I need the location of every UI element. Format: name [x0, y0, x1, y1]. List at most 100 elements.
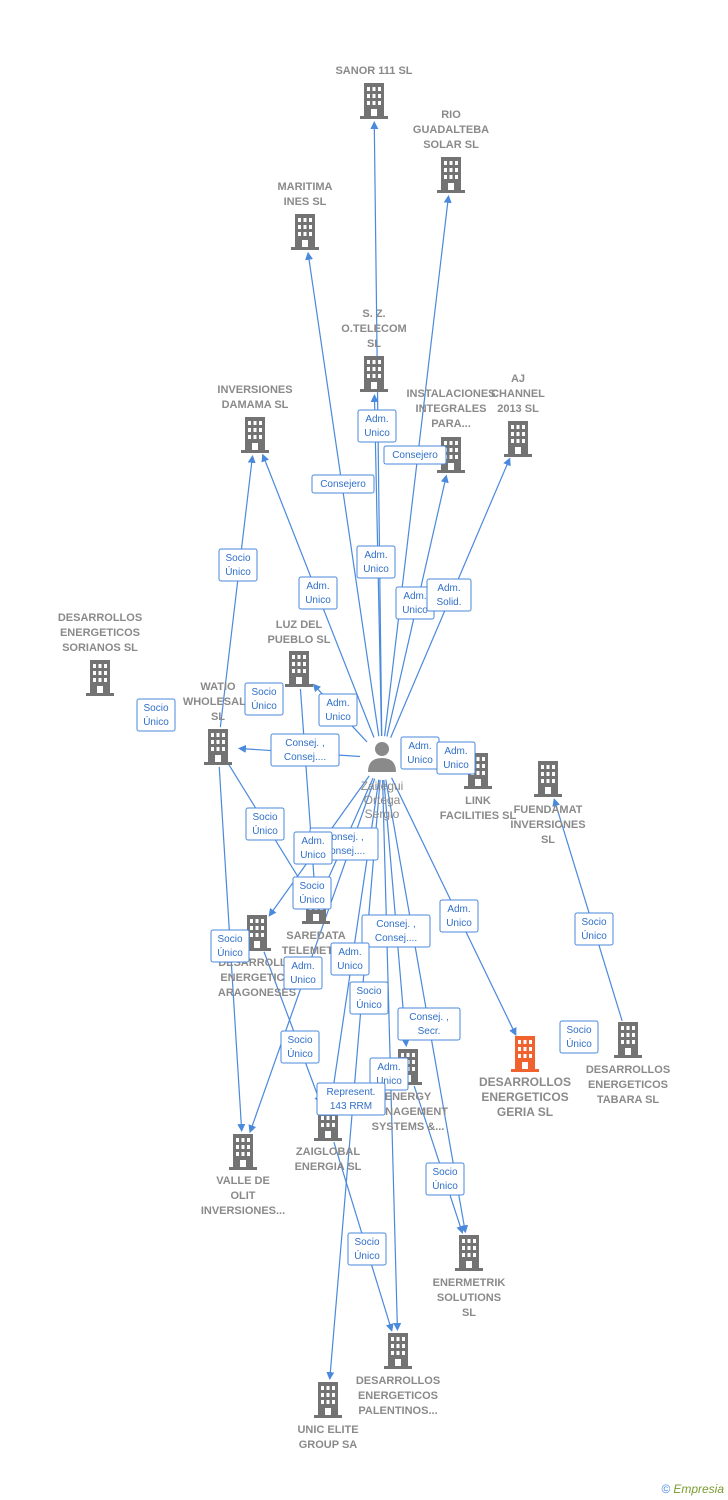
- edge-role-label[interactable]: Consej. ,Consej....: [361, 914, 431, 948]
- edge-label-box: [218, 548, 258, 582]
- edge-label-text: Unico: [337, 961, 363, 972]
- edge-label-text: Unico: [363, 564, 389, 575]
- edge-label-text: Único: [581, 929, 607, 942]
- edge-role-label[interactable]: Adm. Unico: [330, 942, 370, 976]
- footer-brand[interactable]: ©Empresia: [661, 1482, 724, 1496]
- edge-label-text: Socio: [217, 934, 242, 945]
- edge-label-box: [136, 698, 176, 732]
- company-name-line: O.TELECOM: [341, 323, 406, 335]
- building-icon: [360, 83, 388, 119]
- edge-label-box: [574, 912, 614, 946]
- edge-label-text: Adm.: [403, 591, 426, 602]
- edge-role-label[interactable]: Adm. Unico: [369, 1057, 409, 1091]
- edge-role-label[interactable]: Consejero: [383, 445, 447, 465]
- company-name-line: INES SL: [284, 196, 327, 208]
- company-name-line: INTEGRALES: [416, 403, 487, 415]
- edge-label-text: Único: [354, 1249, 380, 1262]
- edge-label-box: [244, 682, 284, 716]
- edge-label-text: Adm.: [377, 1062, 400, 1073]
- edge-role-label[interactable]: Adm.Unico: [357, 409, 397, 443]
- company-name-line: GERIA SL: [497, 1105, 553, 1119]
- edge-label-text: Consej....: [323, 846, 365, 857]
- edge-role-label[interactable]: Adm.Unico: [356, 545, 396, 579]
- company-name-line: SL: [367, 338, 381, 350]
- edge-role-label[interactable]: Consej. ,Secr.: [397, 1007, 461, 1041]
- company-node-aragoneses[interactable]: DESARROLL...ENERGETIC...ARAGONESES: [218, 915, 296, 999]
- edge-label-box: [311, 474, 375, 494]
- edge-label-box: [280, 1030, 320, 1064]
- building-icon: [511, 1036, 539, 1072]
- company-name-line: INVERSIONES: [217, 384, 292, 396]
- edge-role-label[interactable]: Adm.Solid.: [426, 578, 472, 612]
- edge-role-label[interactable]: Adm.Unico: [436, 741, 476, 775]
- company-node-instal[interactable]: INSTALACIONESINTEGRALESPARA...: [406, 388, 496, 473]
- edge-label-text: Adm.: [301, 836, 324, 847]
- company-name-line: ENERGY: [385, 1091, 432, 1103]
- company-node-palentinos[interactable]: DESARROLLOSENERGETICOSPALENTINOS...: [356, 1333, 440, 1417]
- company-name-line: VALLE DE: [216, 1175, 270, 1187]
- edge-role-label[interactable]: Consej. ,Consej....: [270, 733, 340, 767]
- company-name-line: MARITIMA: [278, 181, 333, 193]
- edge-label-text: Unico: [443, 760, 469, 771]
- building-icon: [291, 214, 319, 250]
- building-icon: [229, 1134, 257, 1170]
- brand-name: Empresia: [673, 1482, 724, 1496]
- edge-role-label[interactable]: Adm.Unico: [318, 693, 358, 727]
- edge-label-text: Unico: [305, 595, 331, 606]
- edge-role-label[interactable]: Adm. Unico: [298, 576, 338, 610]
- company-name-line: DESARROLLOS: [58, 612, 142, 624]
- edge-label-text: Unico: [376, 1076, 402, 1087]
- edge-role-label[interactable]: Represent.143 RRM: [316, 1082, 386, 1116]
- company-name-line: DESARROLLOS: [586, 1064, 670, 1076]
- edge-label-text: Adm.: [365, 414, 388, 425]
- edge-role-label[interactable]: Adm.Unico: [439, 899, 479, 933]
- edge-role-label[interactable]: Adm.Unico: [283, 956, 323, 990]
- edge-label-text: Único: [225, 565, 251, 578]
- building-icon: [285, 651, 313, 687]
- company-name-line: PARA...: [431, 418, 471, 430]
- building-icon: [360, 356, 388, 392]
- company-name-line: ARAGONESES: [218, 987, 296, 999]
- company-node-valle[interactable]: VALLE DEOLITINVERSIONES...: [201, 1134, 285, 1217]
- edge-label-text: Adm.: [338, 947, 361, 958]
- edge-role-label[interactable]: Adm.Unico: [293, 831, 333, 865]
- edge-role-label[interactable]: Consejero: [311, 474, 375, 494]
- company-node-sanor[interactable]: SANOR 111 SL: [335, 65, 413, 119]
- edge-label-text: Único: [356, 998, 382, 1011]
- edge-label-box: [436, 741, 476, 775]
- edge-label-text: Represent.: [327, 1087, 376, 1098]
- edge-role-label[interactable]: Adm.Unico: [400, 736, 440, 770]
- company-node-maritima[interactable]: MARITIMA INES SL: [278, 181, 333, 250]
- building-icon: [614, 1022, 642, 1058]
- edge-label-text: Adm.: [306, 581, 329, 592]
